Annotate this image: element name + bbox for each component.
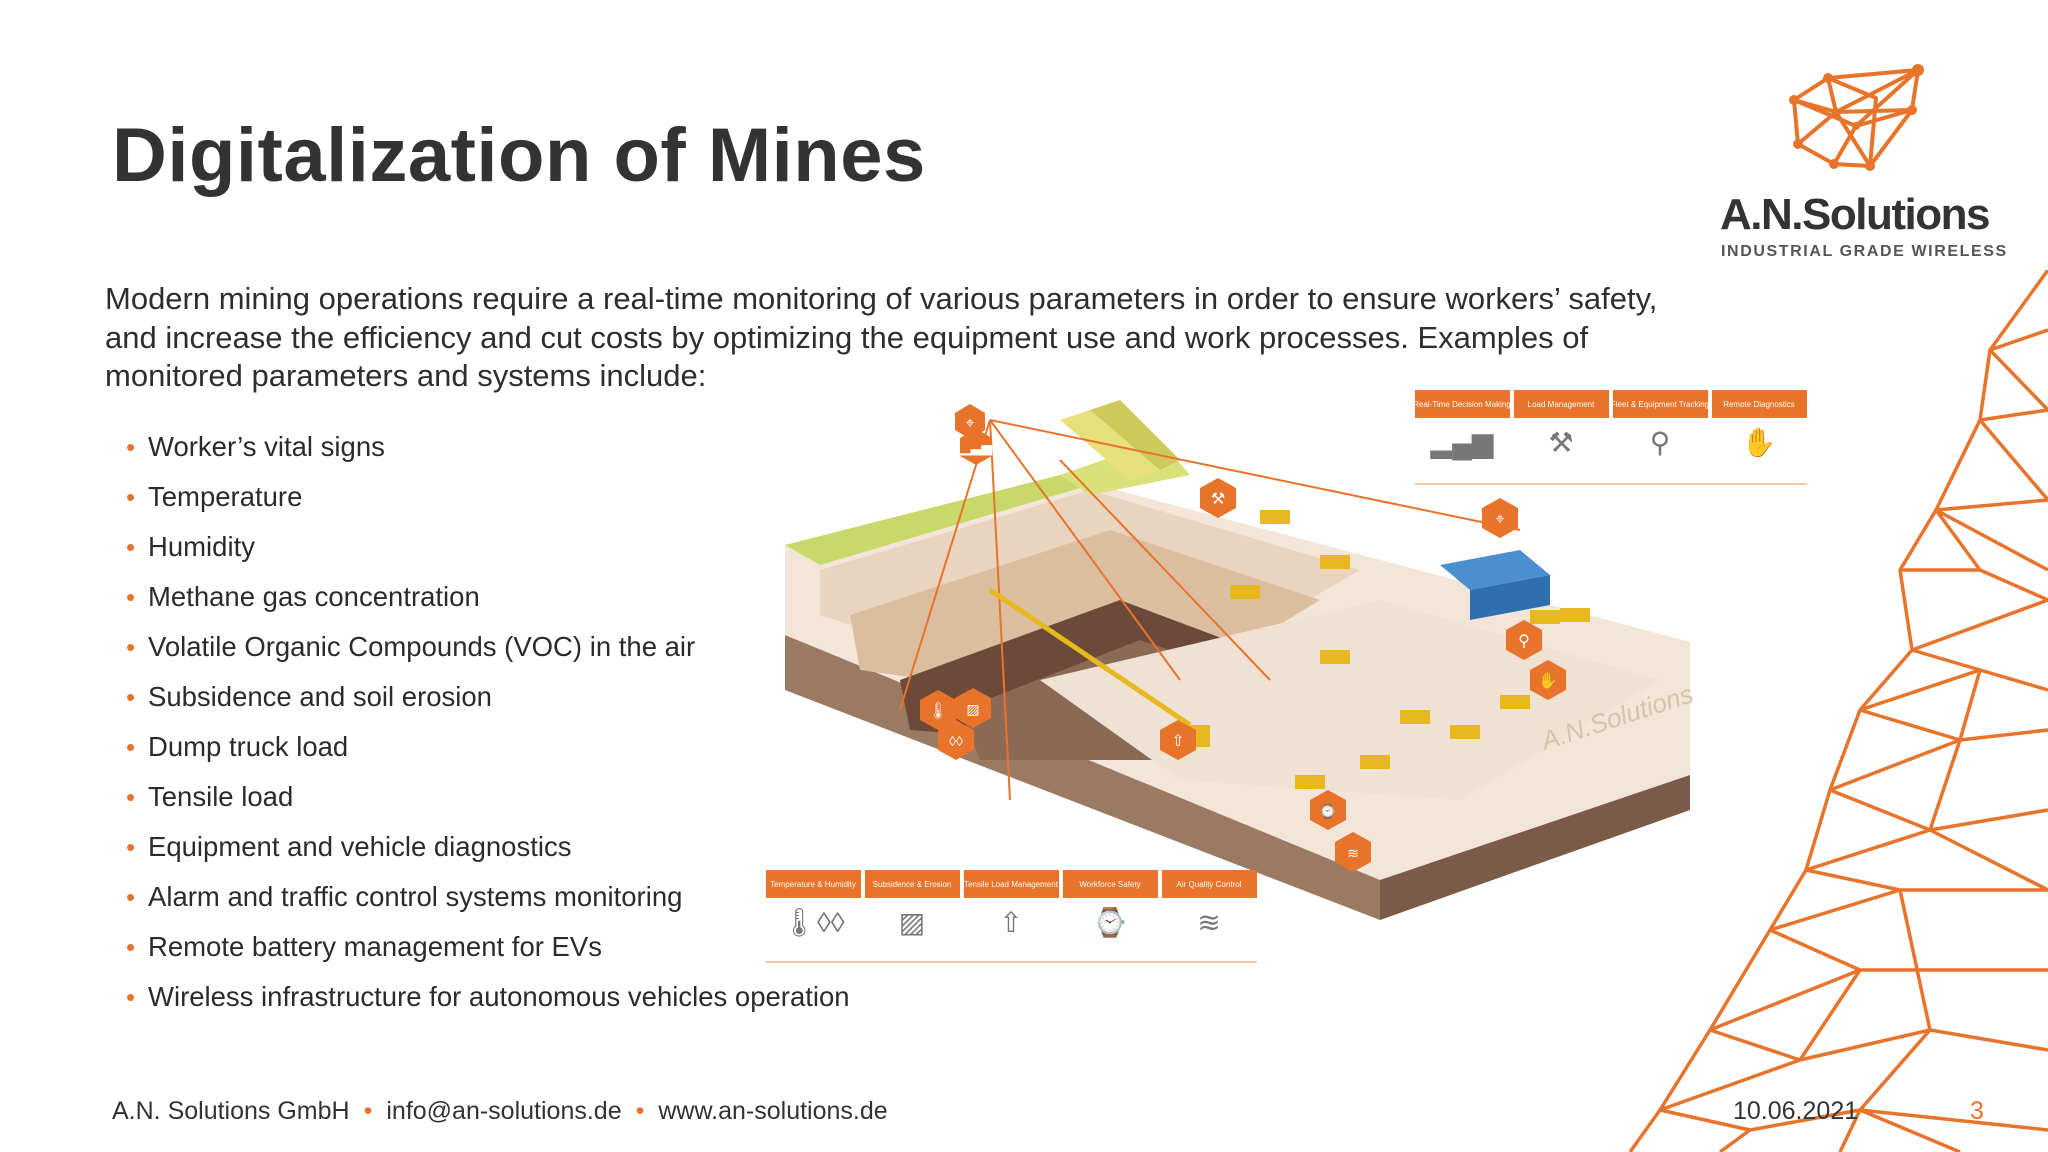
list-item: •Equipment and vehicle diagnostics bbox=[126, 822, 850, 872]
svg-text:⚒: ⚒ bbox=[1211, 491, 1225, 508]
svg-text:Temperature & Humidity: Temperature & Humidity bbox=[770, 880, 856, 889]
svg-text:Fleet & Equipment Tracking: Fleet & Equipment Tracking bbox=[1611, 400, 1709, 409]
page-title: Digitalization of Mines bbox=[112, 113, 926, 198]
list-item: •Dump truck load bbox=[126, 722, 850, 772]
intro-paragraph: Modern mining operations require a real-… bbox=[105, 281, 1658, 393]
page-number: 3 bbox=[1970, 1097, 1984, 1125]
svg-text:≋: ≋ bbox=[1197, 907, 1220, 938]
smartwatch-icon: ⌚ bbox=[1310, 790, 1346, 830]
thermometer-icon: 🌡 bbox=[920, 690, 956, 730]
svg-text:Air Quality Control: Air Quality Control bbox=[1177, 880, 1242, 889]
svg-text:✋: ✋ bbox=[1742, 426, 1777, 458]
footer-separator: • bbox=[635, 1097, 645, 1125]
bullet-icon: • bbox=[126, 932, 136, 962]
location-pin-icon: ⚲ bbox=[1506, 620, 1542, 660]
svg-text:Workforce Safety: Workforce Safety bbox=[1079, 880, 1140, 889]
list-item: •Volatile Organic Compounds (VOC) in the… bbox=[126, 622, 850, 672]
wrench-hand-icon: ✋ bbox=[1530, 660, 1566, 700]
svg-text:Remote Diagnostics: Remote Diagnostics bbox=[1723, 400, 1795, 409]
list-item: •Wireless infrastructure for autonomous … bbox=[126, 972, 850, 1022]
logo-name: A.N.Solutions bbox=[1720, 190, 1990, 239]
mine-illustration: A.N.Solutions ⌖ ▁▃▅ ⚒ ⌖ ⚲ ✋ 🌡 ▨ ◊◊ ⇧ ⌚ ≋… bbox=[766, 390, 1807, 963]
svg-text:⌖: ⌖ bbox=[965, 415, 974, 432]
svg-text:⚒: ⚒ bbox=[1548, 427, 1573, 458]
svg-text:Subsidence & Erosion: Subsidence & Erosion bbox=[873, 880, 952, 889]
bullet-icon: • bbox=[126, 632, 136, 662]
footer-website-link[interactable]: www.an-solutions.de bbox=[658, 1097, 888, 1125]
list-item: •Tensile load bbox=[126, 772, 850, 822]
chart-icon: ▁▃▅ bbox=[959, 429, 993, 465]
svg-text:Tensile Load Management: Tensile Load Management bbox=[964, 880, 1059, 889]
bullet-icon: • bbox=[126, 982, 136, 1012]
bullet-icon: • bbox=[126, 682, 136, 712]
svg-text:▨: ▨ bbox=[899, 907, 925, 938]
svg-text:Real-Time Decision Making: Real-Time Decision Making bbox=[1413, 400, 1511, 409]
footer-company: A.N. Solutions GmbH bbox=[112, 1097, 350, 1125]
svg-text:⇧: ⇧ bbox=[1171, 733, 1184, 750]
svg-text:▁▃▅: ▁▃▅ bbox=[959, 439, 993, 456]
list-item: •Humidity bbox=[126, 522, 850, 572]
tensile-icon: ⇧ bbox=[1160, 720, 1196, 760]
dumbbell-icon: ⚒ bbox=[1200, 478, 1236, 518]
bullet-icon: • bbox=[126, 432, 136, 462]
bullet-icon: • bbox=[126, 582, 136, 612]
list-item: •Subsidence and soil erosion bbox=[126, 672, 850, 722]
footer-contact: A.N. Solutions GmbH • info@an-solutions.de… bbox=[112, 1097, 888, 1126]
bullet-icon: • bbox=[126, 782, 136, 812]
svg-text:🌡: 🌡 bbox=[928, 702, 948, 720]
svg-text:⚲: ⚲ bbox=[1518, 633, 1530, 650]
svg-text:⇧: ⇧ bbox=[999, 907, 1022, 938]
list-item: •Worker’s vital signs bbox=[126, 422, 850, 472]
bullet-icon: • bbox=[126, 732, 136, 762]
logo-tagline: INDUSTRIAL GRADE WIRELESS bbox=[1721, 243, 2008, 260]
list-item: •Remote battery management for EVs bbox=[126, 922, 850, 972]
air-quality-icon: ≋ bbox=[1335, 832, 1371, 872]
footer-separator: • bbox=[363, 1097, 373, 1125]
svg-text:≋: ≋ bbox=[1347, 845, 1359, 861]
svg-text:⌖: ⌖ bbox=[1495, 511, 1504, 528]
svg-text:▨: ▨ bbox=[966, 701, 979, 717]
bullet-list: •Worker’s vital signs •Temperature •Humi… bbox=[126, 422, 850, 1022]
list-item: •Temperature bbox=[126, 472, 850, 522]
svg-text:▂▄▆: ▂▄▆ bbox=[1430, 427, 1494, 461]
svg-text:🌡◊◊: 🌡◊◊ bbox=[781, 907, 844, 938]
svg-text:✋: ✋ bbox=[1538, 671, 1558, 690]
list-item: •Alarm and traffic control systems monit… bbox=[126, 872, 850, 922]
svg-text:⌚: ⌚ bbox=[1093, 906, 1128, 939]
svg-text:◊◊: ◊◊ bbox=[949, 733, 963, 749]
droplets-icon: ◊◊ bbox=[938, 720, 974, 760]
bullet-icon: • bbox=[126, 882, 136, 912]
svg-text:Load Management: Load Management bbox=[1528, 400, 1595, 409]
top-feature-labels: Real-Time Decision Making Load Managemen… bbox=[1413, 390, 1807, 485]
svg-text:⚲: ⚲ bbox=[1650, 427, 1671, 458]
svg-text:⌚: ⌚ bbox=[1319, 803, 1336, 820]
logo-icon bbox=[1789, 64, 1924, 171]
antenna-icon: ⌖ bbox=[1482, 498, 1518, 538]
bullet-icon: • bbox=[126, 832, 136, 862]
bottom-feature-labels: Temperature & Humidity Subsidence & Eros… bbox=[766, 870, 1257, 963]
footer-email-link[interactable]: info@an-solutions.de bbox=[386, 1097, 622, 1125]
bullet-icon: • bbox=[126, 482, 136, 512]
footer-date: 10.06.2021 bbox=[1733, 1097, 1859, 1125]
decorative-mesh bbox=[1628, 270, 2048, 1152]
bullet-icon: • bbox=[126, 532, 136, 562]
erosion-icon: ▨ bbox=[955, 688, 991, 728]
list-item: •Methane gas concentration bbox=[126, 572, 850, 622]
